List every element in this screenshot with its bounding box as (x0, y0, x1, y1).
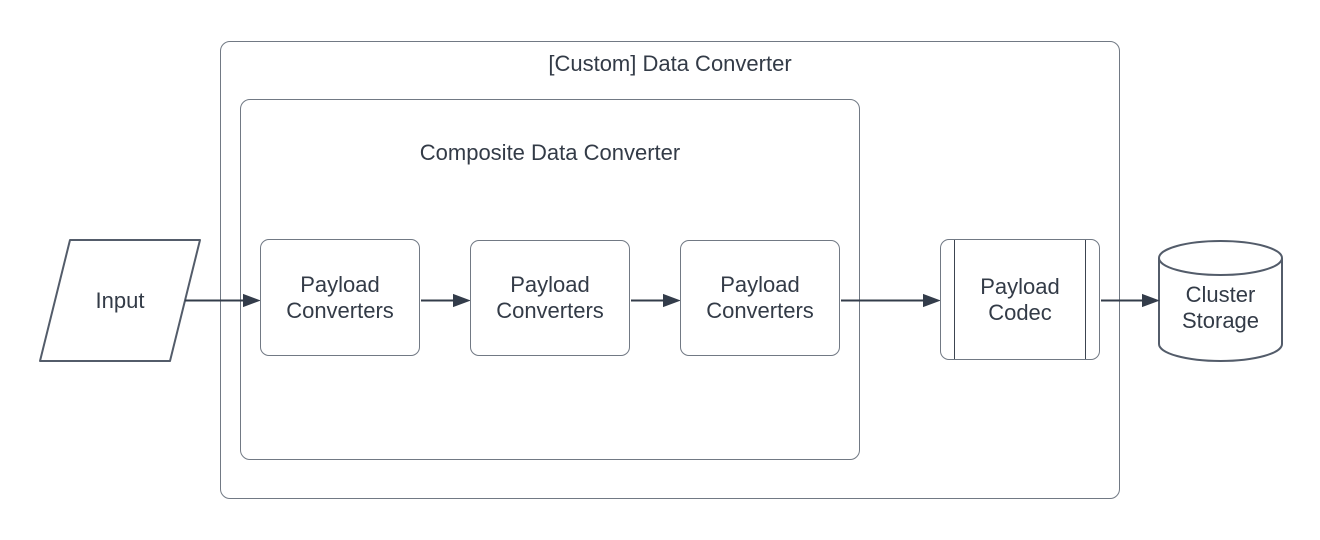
cluster-storage-cylinder (1158, 240, 1283, 362)
codec-left-bar (954, 240, 955, 359)
input-label: Input (95, 287, 145, 313)
arrow-input-to-converter1 (185, 293, 261, 308)
composite-data-converter-label: Composite Data Converter (419, 140, 681, 165)
payload-converters-label-3: Payload Converters (706, 272, 814, 323)
cluster-storage-label: Cluster Storage (1181, 282, 1260, 333)
custom-data-converter-group: [Custom] Data Converter (220, 41, 1120, 499)
codec-right-bar (1085, 240, 1086, 359)
arrow-converter3-to-codec (841, 293, 941, 308)
payload-codec-label: Payload Codec (980, 273, 1060, 325)
cluster-storage-cylinder-lip (1158, 257, 1283, 276)
arrow-converter2-to-converter3 (631, 293, 681, 308)
custom-data-converter-label: [Custom] Data Converter (548, 51, 792, 76)
payload-converters-box-3: Payload Converters (680, 240, 840, 356)
payload-codec-box: Payload Codec (940, 239, 1100, 360)
input-parallelogram (39, 239, 201, 362)
composite-data-converter-group: Composite Data Converter (240, 99, 860, 460)
payload-converters-label-2: Payload Converters (496, 272, 604, 323)
arrow-converter1-to-converter2 (421, 293, 471, 308)
arrow-codec-to-storage (1101, 293, 1160, 308)
payload-converters-box-1: Payload Converters (260, 239, 420, 356)
payload-converters-label-1: Payload Converters (286, 271, 394, 323)
payload-converters-box-2: Payload Converters (470, 240, 630, 356)
